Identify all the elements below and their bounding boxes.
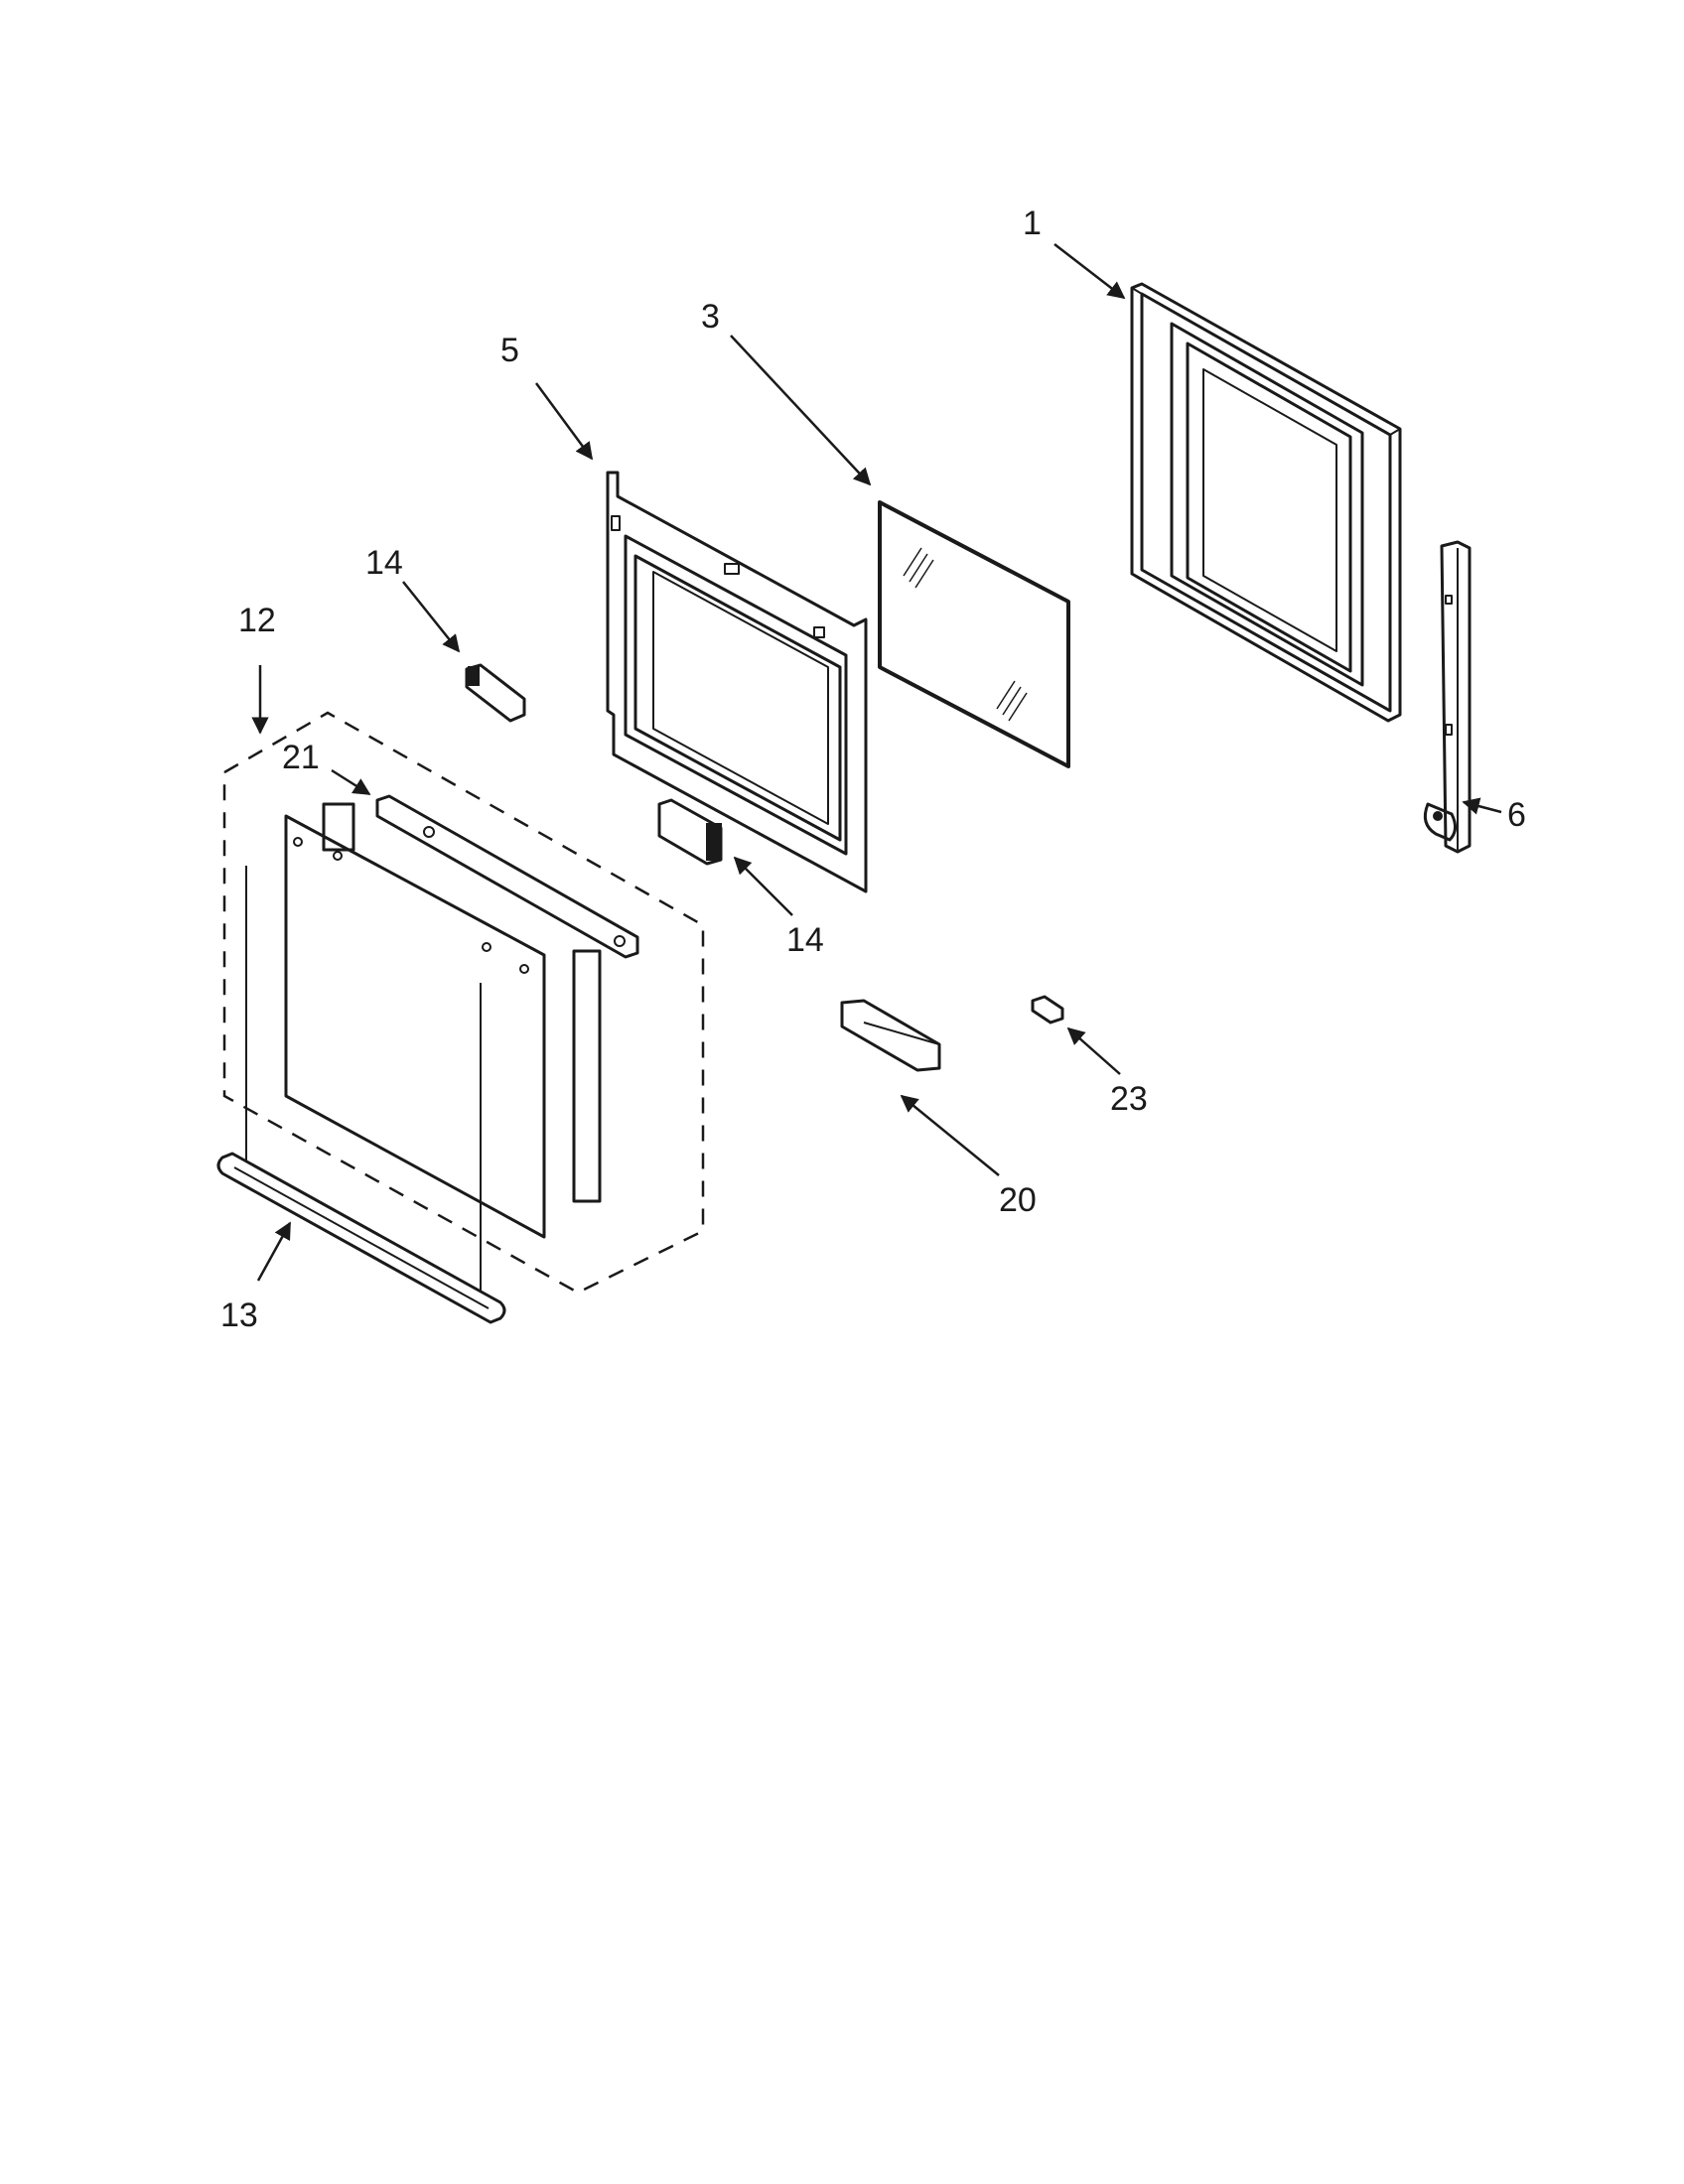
callout-14-lower: 14 (786, 921, 824, 959)
leader-23 (1066, 1026, 1121, 1075)
leader-20 (900, 1094, 1000, 1176)
leader-3 (730, 335, 872, 486)
door-inner-assembly (222, 711, 705, 1304)
callout-3: 3 (701, 298, 720, 336)
callout-14-upper: 14 (365, 544, 403, 582)
leader-14-lower (733, 856, 793, 916)
callout-1: 1 (1023, 205, 1042, 242)
door-hinge (1423, 540, 1472, 854)
door-handle (216, 1152, 506, 1324)
door-glass (878, 500, 1070, 768)
leader-14-upper (402, 581, 461, 653)
leader-13 (256, 1221, 292, 1282)
callout-21: 21 (282, 739, 320, 776)
callout-23: 23 (1110, 1080, 1148, 1118)
leader-6 (1462, 797, 1502, 815)
callout-6: 6 (1507, 796, 1526, 834)
leader-21 (331, 768, 371, 796)
door-outer-panel (1130, 282, 1402, 723)
callout-5: 5 (500, 332, 519, 369)
callout-20: 20 (999, 1181, 1037, 1219)
door-bumper (1031, 995, 1064, 1024)
door-top-trim (375, 794, 639, 959)
callout-labels: 1 3 5 6 12 13 14 14 20 21 23 (220, 205, 1526, 1334)
leader-1 (1053, 243, 1126, 300)
door-inner-frame (606, 471, 868, 893)
glass-bracket-lower (657, 798, 723, 866)
leader-lines (251, 243, 1502, 1282)
glass-bracket-upper (465, 663, 526, 723)
callout-12: 12 (238, 602, 276, 639)
leader-5 (534, 382, 594, 461)
callout-13: 13 (220, 1297, 258, 1334)
door-vent-strip (840, 999, 941, 1072)
